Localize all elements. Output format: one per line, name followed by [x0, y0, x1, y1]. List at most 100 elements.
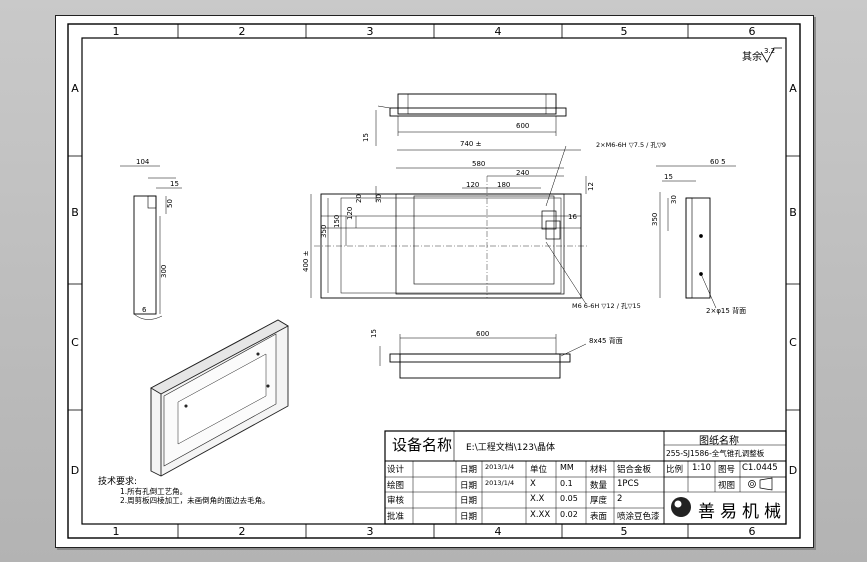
company-logo-icon — [671, 497, 691, 517]
dim-12: 12 — [587, 182, 595, 191]
dim-400: 400 ± — [302, 250, 310, 272]
dim-15-right: 15 — [664, 173, 673, 181]
dim-300: 300 — [160, 265, 168, 278]
dim-top-width: 600 — [516, 122, 529, 130]
projection-symbol-icon — [748, 480, 756, 488]
zone-col-top-6: 6 — [749, 25, 756, 38]
zone-col-top-1: 1 — [113, 25, 120, 38]
zone-row-left-B: B — [71, 206, 79, 219]
drawing-name-label: 图纸名称 — [699, 436, 739, 447]
zone-row-right-B: B — [789, 206, 797, 219]
title-row-2-c4: 1PCS — [617, 479, 639, 489]
title-row-4-role: 批准 — [387, 512, 405, 522]
tech-req-item-1: 1.所有孔倒工艺角。 — [120, 486, 187, 496]
dim-30: 30 — [375, 194, 383, 203]
title-row-3-c1: X.X — [530, 494, 545, 504]
title-row-4-c1: X.XX — [530, 510, 551, 520]
zone-col-bottom-1: 1 — [113, 525, 120, 538]
title-row-4-c3: 表面 — [590, 512, 608, 522]
isometric-view — [150, 319, 289, 477]
zone-col-top-3: 3 — [367, 25, 374, 38]
dim-16: 16 — [568, 213, 577, 221]
zone-row-left-C: C — [71, 336, 79, 349]
dim-r: 6 — [142, 306, 147, 314]
front-view — [310, 145, 588, 305]
drawing-no-label: 图号 — [718, 465, 736, 475]
dim-150: 150 — [333, 215, 341, 228]
zone-row-right-D: D — [789, 464, 797, 477]
dim-350: 350 — [320, 225, 328, 238]
dim-740: 740 ± — [460, 140, 482, 148]
tech-req-heading: 技术要求: — [98, 475, 137, 487]
dim-30-right: 30 — [670, 195, 678, 204]
hole-note-top: 2×M6-6H ▽7.5 / 孔▽9 — [596, 141, 666, 149]
title-row-1-date-label: 日期 — [460, 465, 478, 475]
title-row-4-date-label: 日期 — [460, 512, 478, 522]
dim-50: 50 — [166, 199, 174, 208]
dim-20: 20 — [355, 194, 363, 203]
title-row-3-role: 审核 — [387, 496, 405, 506]
title-row-4-c2: 0.02 — [560, 510, 578, 519]
dim-top-height: 15 — [362, 133, 370, 142]
left-side-view — [120, 165, 182, 320]
title-row-2-role: 绘图 — [387, 481, 405, 491]
zone-col-bottom-5: 5 — [621, 525, 628, 538]
roughness-label: 其余 — [742, 50, 762, 63]
title-row-2-date-label: 日期 — [460, 481, 478, 491]
title-row-3-c2: 0.05 — [560, 494, 578, 503]
scale-value: 1:10 — [692, 463, 712, 473]
title-row-3-c3: 厚度 — [590, 496, 608, 506]
zone-row-left-A: A — [71, 82, 79, 95]
dim-60: 60 5 — [710, 158, 726, 166]
title-row-2-c3: 数量 — [590, 481, 608, 491]
title-block — [384, 430, 787, 525]
title-row-1-c2: MM — [560, 463, 574, 472]
file-path: E:\工程文档\123\晶体 — [466, 443, 555, 453]
note-bottom: 8x45 背面 — [589, 336, 623, 345]
zone-row-right-A: A — [789, 82, 797, 95]
zone-col-top-4: 4 — [495, 25, 502, 38]
hole-note-bottom: M6 6-6H ▽12 / 孔▽15 — [572, 302, 641, 310]
title-row-1-c4: 铝合金板 — [617, 465, 652, 475]
title-row-1-c1: 单位 — [530, 465, 548, 475]
company-name: 善易机械 — [698, 502, 786, 522]
top-view — [375, 93, 567, 146]
device-name-label: 设备名称 — [392, 436, 453, 454]
title-row-1-role: 设计 — [387, 465, 405, 475]
zone-col-bottom-6: 6 — [749, 525, 756, 538]
zone-col-top-2: 2 — [239, 25, 246, 38]
zone-col-bottom-4: 4 — [495, 525, 502, 538]
title-row-3-date-label: 日期 — [460, 496, 478, 506]
zone-row-right-C: C — [789, 336, 797, 349]
view-label: 视图 — [718, 481, 736, 491]
dim-180: 180 — [497, 181, 510, 189]
bottom-view — [379, 334, 587, 379]
dim-120v: 120 — [346, 207, 354, 220]
zone-row-left-D: D — [71, 464, 79, 477]
dim-350-right: 350 — [651, 213, 659, 226]
dim-580: 580 — [472, 160, 485, 168]
roughness-value: 3.2 — [764, 47, 775, 55]
zone-col-bottom-3: 3 — [367, 525, 374, 538]
zone-col-bottom-2: 2 — [239, 525, 246, 538]
roughness-symbol: 其余 3.2 — [742, 47, 782, 63]
title-row-2-date: 2013/1/4 — [485, 479, 515, 487]
drawing-name: 255-SJ1586-全气锥孔调整板 — [666, 449, 765, 458]
title-row-3-c4: 2 — [617, 494, 623, 504]
right-side-view — [656, 165, 736, 309]
title-row-1-c3: 材料 — [590, 465, 608, 475]
title-row-4-c4: 喷涂豆色漆 — [617, 512, 660, 522]
dim-240: 240 — [516, 169, 529, 177]
title-row-1-date: 2013/1/4 — [485, 463, 515, 471]
note-right: 2×φ15 背面 — [706, 306, 746, 315]
scale-label: 比例 — [666, 465, 684, 475]
dim-15-left: 15 — [170, 180, 179, 188]
title-row-2-c1: X — [530, 479, 536, 489]
dim-120: 120 — [466, 181, 479, 189]
title-row-2-c2: 0.1 — [560, 479, 573, 488]
dim-bottom-height: 15 — [370, 329, 378, 338]
